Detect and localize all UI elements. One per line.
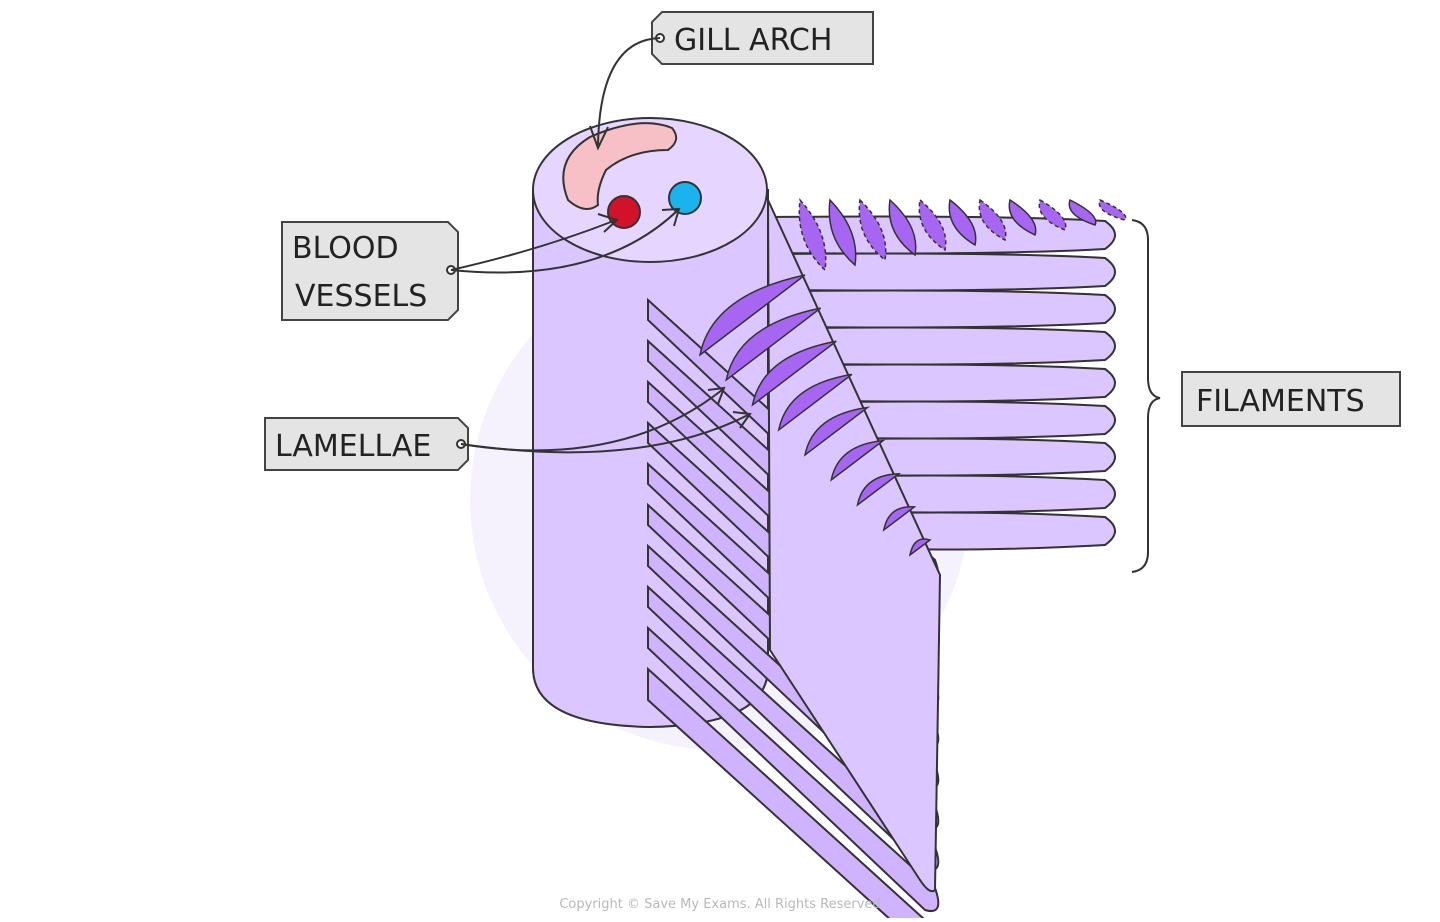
lamella xyxy=(725,307,822,382)
filament-lobe xyxy=(783,252,1116,292)
top-lamella xyxy=(1068,198,1097,226)
lamella xyxy=(751,340,837,407)
filaments-label-text: FILAMENTS xyxy=(1196,384,1365,419)
top-lamella xyxy=(918,198,947,252)
filament-lobe xyxy=(853,437,1116,477)
top-lamella xyxy=(858,198,887,262)
gill-arch-label-text: GILL ARCH xyxy=(674,23,832,58)
lamella xyxy=(882,506,917,532)
lamella xyxy=(830,439,886,482)
top-lamella xyxy=(1098,199,1127,221)
copyright-text: Copyright © Save My Exams. All Rights Re… xyxy=(559,897,880,912)
diagonal-face xyxy=(767,199,942,893)
blood-vessels-label-line2: VESSELS xyxy=(295,279,427,314)
filaments-label: FILAMENTS xyxy=(1181,371,1401,427)
top-lamella xyxy=(1038,198,1067,231)
gill-arch-cylinder xyxy=(532,117,769,729)
top-lamella xyxy=(978,198,1007,242)
lamellae-arrowhead-1 xyxy=(707,386,726,405)
blood-vessels-label-line1: BLOOD xyxy=(292,231,399,266)
blood-vessels-label: BLOOD VESSELS xyxy=(281,207,681,321)
gill-arch-pointer-line xyxy=(597,37,661,146)
lamellae-label-box xyxy=(264,417,469,471)
lamellae-label-text: LAMELLAE xyxy=(275,429,431,464)
lamella xyxy=(856,472,902,507)
diagonal-filament xyxy=(647,666,929,922)
filaments-bracket xyxy=(1131,219,1161,573)
cylinder-body xyxy=(532,189,769,729)
top-lamella xyxy=(948,198,977,247)
gill-arch-label-box xyxy=(651,11,874,65)
filament-lobe xyxy=(797,289,1116,329)
lamella xyxy=(908,538,932,557)
top-lamellae-row xyxy=(798,198,1127,272)
lamella xyxy=(698,274,806,357)
filament-lobe xyxy=(839,400,1116,440)
top-lamella xyxy=(798,198,827,272)
lamella xyxy=(803,406,871,457)
lamellae-pointer-line-2 xyxy=(460,414,749,454)
filament-lobe xyxy=(811,326,1116,366)
top-lamella xyxy=(828,198,857,267)
diagonal-filament-stack xyxy=(647,199,942,922)
gill-arch-arrowhead xyxy=(589,125,609,151)
top-lamella xyxy=(1008,198,1037,237)
top-lamella xyxy=(888,198,917,257)
filaments-label-box xyxy=(1181,371,1401,427)
filament-stack xyxy=(769,215,1116,551)
blood-vessels-arrowhead-blue xyxy=(661,207,681,227)
blood-vessels-arrowhead-red xyxy=(597,213,619,233)
lamellae-label: LAMELLAE xyxy=(264,386,752,471)
gill-arch-label: GILL ARCH xyxy=(589,11,874,151)
blood-vessels-pointer-line-red xyxy=(450,219,617,271)
blood-vessel-blue xyxy=(668,181,702,215)
lamellae-arrowhead-2 xyxy=(732,411,752,429)
gill-arch-bone xyxy=(562,122,678,210)
filament-lobe xyxy=(825,363,1116,403)
lamella xyxy=(777,373,853,432)
blood-vessels-pointer-line-blue xyxy=(450,209,679,274)
blood-vessels-label-box xyxy=(281,221,459,321)
